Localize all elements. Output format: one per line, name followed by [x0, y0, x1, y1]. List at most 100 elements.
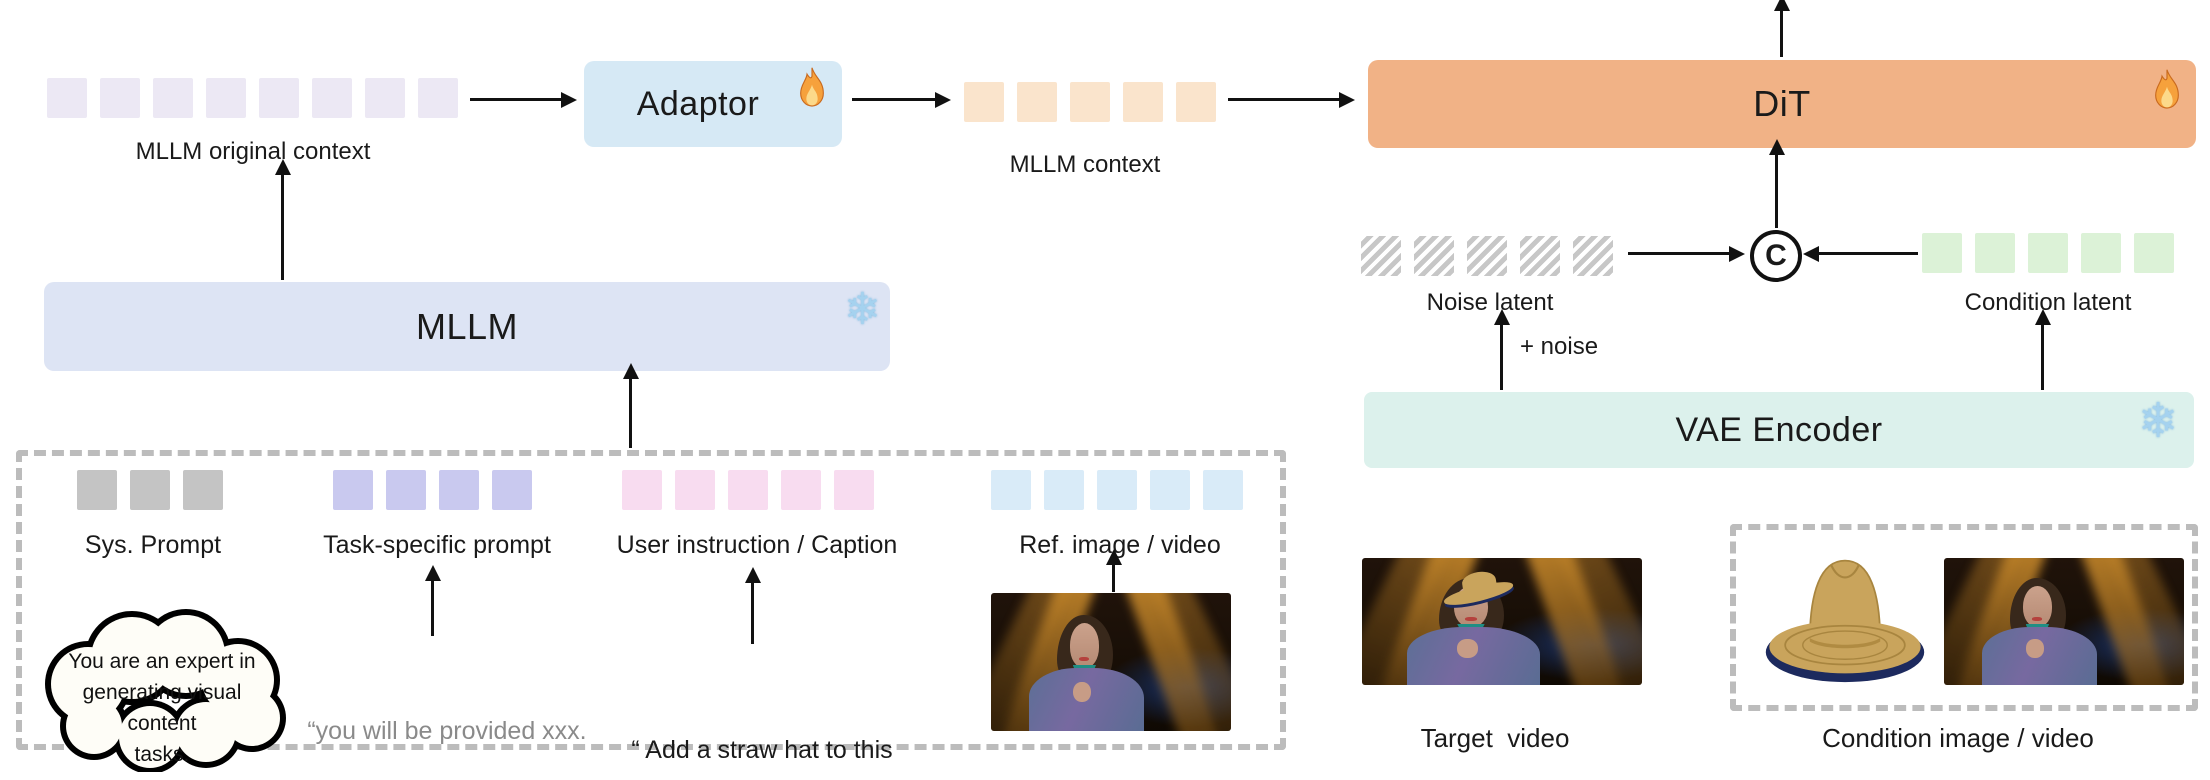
adaptor-box: Adaptor: [584, 61, 842, 147]
token-square: [622, 470, 662, 510]
noise-latent-tokens: [1361, 236, 1613, 276]
token-square: [1361, 236, 1401, 276]
token-square: [2028, 233, 2068, 273]
token-square: [675, 470, 715, 510]
person: [1029, 612, 1168, 731]
token-square: [1044, 470, 1084, 510]
mllm-original-context-tokens: [47, 78, 458, 118]
sys-prompt-cloud-text: You are an expert in generating visual c…: [68, 649, 256, 766]
user-instruction-text: “ Add a straw hat to this person's head.…: [631, 736, 893, 764]
snowflake-icon: ❄: [844, 285, 881, 334]
target-video-label: Target video: [1420, 723, 1570, 753]
token-square: [47, 78, 87, 118]
condition-image-label: Condition image / video: [1822, 723, 2094, 753]
token-square: [439, 470, 479, 510]
token-square: [1203, 470, 1243, 510]
dit-label: DiT: [1753, 83, 1811, 124]
arrow-adaptor-to-context: [852, 98, 936, 101]
arrow-usertext-to-tokens: [751, 582, 754, 644]
token-square: [1123, 82, 1163, 122]
flame-icon: [800, 67, 824, 107]
vae-encoder-box: VAE Encoder: [1364, 392, 2194, 468]
arrow-concat-to-dit: [1775, 154, 1778, 228]
arrow-context-to-dit: [1228, 98, 1340, 101]
token-square: [153, 78, 193, 118]
token-square: [1520, 236, 1560, 276]
noise-latent-label: Noise latent: [1426, 289, 1554, 316]
token-square: [991, 470, 1031, 510]
dit-box: DiT: [1368, 60, 2196, 148]
arrow-mllm-to-context: [281, 174, 284, 280]
flame-icon: [2155, 69, 2179, 109]
token-square: [1414, 236, 1454, 276]
sys-prompt-tokens: [77, 470, 223, 510]
vae-encoder-label: VAE Encoder: [1675, 410, 1883, 449]
ref-tokens: [991, 470, 1243, 510]
mllm-label: MLLM: [415, 305, 519, 347]
mllm-context-tokens: [964, 82, 1216, 122]
user-instruction-label: User instruction / Caption: [616, 531, 898, 559]
straw-hat-image: [1765, 559, 1925, 683]
arrow-prompts-to-mllm: [629, 378, 632, 448]
token-square: [1150, 470, 1190, 510]
cloud-shape: [45, 609, 286, 774]
mllm-context-label: MLLM context: [1009, 151, 1161, 178]
condition-latent-tokens: [1922, 233, 2174, 273]
sys-prompt-cloud: You are an expert in generating visual c…: [26, 606, 298, 774]
token-square: [964, 82, 1004, 122]
adaptor-label: Adaptor: [636, 84, 760, 123]
arrow-noise-to-concat: [1628, 252, 1730, 255]
token-square: [1176, 82, 1216, 122]
token-square: [77, 470, 117, 510]
snowflake-icon: ❄: [2138, 395, 2179, 448]
concat-node: C: [1750, 230, 1802, 282]
token-square: [781, 470, 821, 510]
plus-noise-label: + noise: [1520, 333, 1599, 360]
token-square: [1922, 233, 1962, 273]
prompt-input-box: [16, 450, 1286, 750]
arrow-condition-to-concat: [1818, 252, 1918, 255]
token-square: [1975, 233, 2015, 273]
token-square: [728, 470, 768, 510]
token-square: [834, 470, 874, 510]
token-square: [206, 78, 246, 118]
token-square: [1467, 236, 1507, 276]
condition-video-image: [1944, 558, 2184, 685]
token-square: [365, 78, 405, 118]
task-prompt-text: “you will be provided xxx. Your task is …: [307, 717, 587, 745]
person: [1982, 576, 2121, 685]
target-video-image: [1362, 558, 1642, 685]
token-square: [2081, 233, 2121, 273]
arrow-tasktext-to-tokens: [431, 580, 434, 636]
token-square: [1097, 470, 1137, 510]
token-square: [312, 78, 352, 118]
token-square: [1017, 82, 1057, 122]
arrow-vae-to-noise: [1500, 324, 1503, 390]
arrow-tokens-to-adaptor: [470, 98, 562, 101]
token-square: [259, 78, 299, 118]
arrow-vae-to-condition: [2041, 324, 2044, 390]
token-square: [100, 78, 140, 118]
task-prompt-label: Task-specific prompt: [323, 531, 551, 559]
token-square: [1070, 82, 1110, 122]
condition-input-box: [1730, 524, 2198, 711]
token-square: [130, 470, 170, 510]
token-square: [183, 470, 223, 510]
token-square: [418, 78, 458, 118]
condition-latent-label: Condition latent: [1964, 289, 2132, 316]
token-square: [386, 470, 426, 510]
arrow-refimage-to-tokens: [1112, 564, 1115, 592]
sys-prompt-label: Sys. Prompt: [84, 531, 222, 559]
token-square: [1573, 236, 1613, 276]
token-square: [492, 470, 532, 510]
mllm-box: MLLM: [44, 282, 890, 371]
user-instruction-tokens: [622, 470, 874, 510]
arrow-dit-output: [1780, 10, 1783, 57]
task-prompt-tokens: [333, 470, 532, 510]
reference-image: [991, 593, 1231, 731]
concat-symbol: C: [1765, 239, 1787, 272]
person-with-hat: [1406, 569, 1569, 685]
token-square: [2134, 233, 2174, 273]
mllm-original-context-label: MLLM original context: [135, 138, 371, 165]
